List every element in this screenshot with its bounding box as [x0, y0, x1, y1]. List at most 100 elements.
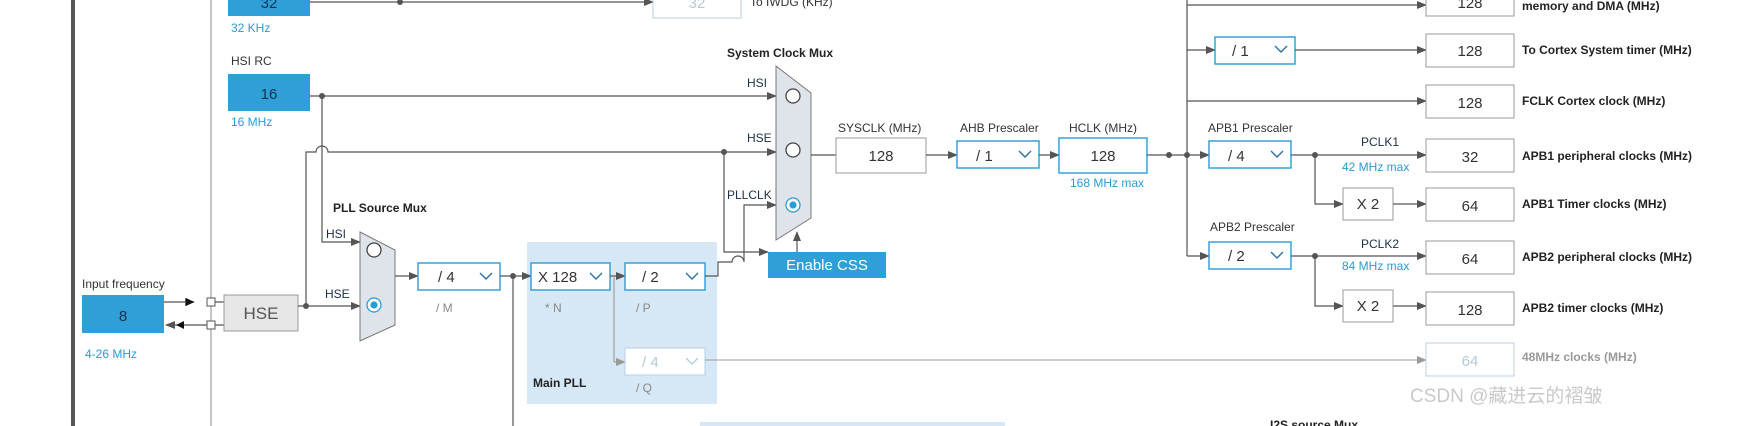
chevron-down-icon	[589, 272, 603, 280]
output-value: 128	[1457, 302, 1482, 319]
chevron-down-icon	[685, 272, 699, 280]
osc-pin-leads	[215, 301, 224, 326]
chevron-down-icon	[685, 357, 699, 365]
input-frequency-title: Input frequency	[82, 277, 165, 291]
hsi-title: HSI RC	[231, 54, 272, 68]
sysclk-box	[835, 137, 927, 174]
sysmux-pllclk-radio-dot	[789, 201, 797, 209]
pin-arrow	[186, 298, 194, 306]
sysmux-hse-radio[interactable]	[785, 142, 801, 158]
output-box	[1425, 240, 1515, 275]
apb2-timer-multiplier	[1342, 289, 1394, 323]
ahb-prescaler-label: AHB Prescaler	[960, 121, 1039, 135]
apb2-prescaler-value: / 2	[1228, 248, 1245, 265]
pll-q-select[interactable]	[624, 347, 706, 376]
output-label: memory and DMA (MHz)	[1522, 0, 1660, 13]
apb2-prescaler-select[interactable]	[1208, 241, 1292, 270]
output-label: To Cortex System timer (MHz)	[1522, 43, 1692, 57]
output-box	[1425, 138, 1515, 173]
input-frequency-box[interactable]	[82, 295, 164, 333]
hclk-label: HCLK (MHz)	[1069, 121, 1137, 135]
pll-source-mux-title: PLL Source Mux	[333, 201, 427, 215]
iwdg-value: 32	[689, 0, 706, 12]
output-box	[1425, 33, 1515, 68]
osc-pin	[206, 320, 216, 330]
output-label: FCLK Cortex clock (MHz)	[1522, 94, 1665, 108]
pll-p-caption: / P	[636, 301, 651, 315]
junction	[397, 0, 403, 5]
apb1-prescaler-value: / 4	[1228, 148, 1245, 165]
output-box	[1425, 0, 1515, 17]
apb2-timer-mult-value: X 2	[1357, 298, 1380, 315]
output-label: APB2 peripheral clocks (MHz)	[1522, 250, 1692, 264]
output-box	[1425, 342, 1515, 377]
pll-q-caption: / Q	[636, 381, 652, 395]
apb1-prescaler-label: APB1 Prescaler	[1208, 121, 1293, 135]
output-label: APB1 peripheral clocks (MHz)	[1522, 149, 1692, 163]
apb1-timer-mult-value: X 2	[1357, 196, 1380, 213]
pll-m-caption: / M	[436, 301, 453, 315]
junction	[1166, 152, 1172, 158]
pll-source-mux	[359, 231, 396, 342]
input-frequency-value: 8	[119, 308, 127, 325]
lse-value: 32	[261, 0, 278, 12]
chevron-down-icon	[1270, 251, 1284, 259]
chevron-down-icon	[1018, 150, 1032, 158]
hsi-freq: 16 MHz	[231, 115, 272, 129]
enable-css-button[interactable]	[768, 252, 886, 278]
pll-p-value: / 2	[642, 269, 659, 286]
wire-hse-css	[723, 152, 769, 256]
hclk-value: 128	[1090, 148, 1115, 165]
wire-hsi-pllmux	[321, 96, 361, 246]
cortex-timer-prescaler-value: / 1	[1232, 43, 1249, 60]
hse-block	[223, 294, 299, 332]
output-value: 64	[1462, 251, 1479, 268]
output-box	[1425, 187, 1515, 222]
wire-hse-sysmux	[298, 145, 777, 307]
output-value: 128	[1457, 0, 1482, 12]
sysmux-pllclk-label: PLLCLK	[727, 188, 772, 202]
chevron-down-icon	[1270, 150, 1284, 158]
wire-n-q	[613, 276, 626, 366]
pll-mux-hsi-label: HSI	[326, 227, 346, 241]
output-label: APB2 timer clocks (MHz)	[1522, 301, 1663, 315]
wire-p-sysmux	[705, 201, 777, 277]
apb1-max: 42 MHz max	[1342, 160, 1409, 174]
pll-n-select[interactable]	[530, 262, 611, 291]
hsi-source-box[interactable]	[228, 74, 310, 111]
output-label: APB1 Timer clocks (MHz)	[1522, 197, 1667, 211]
pll-mux-hse-label: HSE	[325, 287, 350, 301]
pll-m-value: / 4	[438, 269, 455, 286]
i2s-region	[700, 422, 1005, 426]
ahb-prescaler-value: / 1	[976, 148, 993, 165]
iwdg-label: To IWDG (KHz)	[750, 0, 833, 9]
pll-n-value: X 128	[538, 269, 577, 286]
watermark-text: CSDN @藏进云的褶皱	[1410, 385, 1602, 407]
pin-arrow	[176, 321, 184, 329]
chevron-down-icon	[1274, 45, 1288, 53]
wire-apb2-timer	[1314, 256, 1344, 310]
lse-source-box[interactable]	[228, 0, 310, 16]
enable-css-label: Enable CSS	[786, 257, 868, 274]
pclk2-label: PCLK2	[1361, 237, 1399, 251]
hse-block-label: HSE	[244, 304, 279, 323]
chevron-down-icon	[479, 272, 493, 280]
pll-mux-hse-radio-dot	[370, 301, 378, 309]
sysclk-value: 128	[868, 148, 893, 165]
input-frequency-range: 4-26 MHz	[85, 347, 137, 361]
output-box	[1425, 84, 1515, 119]
sysmux-hsi-radio[interactable]	[785, 88, 801, 104]
output-value: 64	[1462, 198, 1479, 215]
pll-n-caption: * N	[545, 301, 562, 315]
output-value: 128	[1457, 95, 1482, 112]
output-label: 48MHz clocks (MHz)	[1522, 350, 1637, 364]
pll-p-select[interactable]	[624, 262, 706, 291]
sysmux-hse-label: HSE	[747, 131, 772, 145]
sysmux-hsi-label: HSI	[747, 76, 767, 90]
hsi-value: 16	[261, 86, 278, 103]
output-value: 32	[1462, 149, 1479, 166]
sysclk-label: SYSCLK (MHz)	[838, 121, 921, 135]
i2s-source-mux-label: I2S source Mux	[1270, 418, 1358, 426]
pll-mux-hsi-radio[interactable]	[366, 242, 382, 258]
output-box	[1425, 291, 1515, 326]
